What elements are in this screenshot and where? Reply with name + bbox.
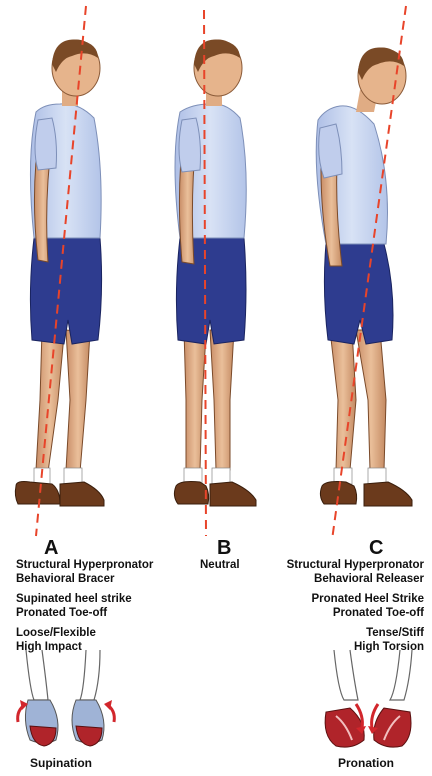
panel-c-traits: Tense/Stiff High Torsion (354, 626, 424, 654)
panel-c-line: Behavioral Releaser (287, 572, 424, 586)
panel-c-line: Structural Hyperpronator (287, 558, 424, 572)
panel-a-type: Structural Hyperpronator Behavioral Brac… (16, 558, 153, 586)
figure-b-neutral (174, 10, 256, 536)
panel-b-type: Neutral (200, 558, 240, 572)
panel-c-gait: Pronated Heel Strike Pronated Toe-off (312, 592, 424, 620)
panel-b-letter: B (217, 537, 231, 560)
panel-c-line: Pronated Toe-off (312, 606, 424, 620)
panel-a-line: Behavioral Bracer (16, 572, 153, 586)
supination-caption: Supination (30, 756, 92, 770)
panel-a-line: Loose/Flexible (16, 626, 96, 640)
figure-c-pronation (316, 6, 412, 540)
panel-c-type: Structural Hyperpronator Behavioral Rele… (287, 558, 424, 586)
panel-c-line: High Torsion (354, 640, 424, 654)
pronation-caption: Pronation (338, 756, 394, 770)
panel-a-letter: A (44, 537, 58, 560)
panel-a-traits: Loose/Flexible High Impact (16, 626, 96, 654)
panel-a-gait: Supinated heel strike Pronated Toe-off (16, 592, 132, 620)
panel-a-line: High Impact (16, 640, 96, 654)
panel-c-letter: C (369, 537, 383, 560)
feet-supination-illustration (18, 650, 115, 746)
panel-c-line: Tense/Stiff (354, 626, 424, 640)
figure-a-supination (15, 6, 104, 536)
feet-pronation-illustration (325, 650, 412, 747)
panel-a-line: Pronated Toe-off (16, 606, 132, 620)
panel-b-line: Neutral (200, 558, 240, 572)
panel-c-line: Pronated Heel Strike (312, 592, 424, 606)
panel-a-line: Structural Hyperpronator (16, 558, 153, 572)
panel-a-line: Supinated heel strike (16, 592, 132, 606)
